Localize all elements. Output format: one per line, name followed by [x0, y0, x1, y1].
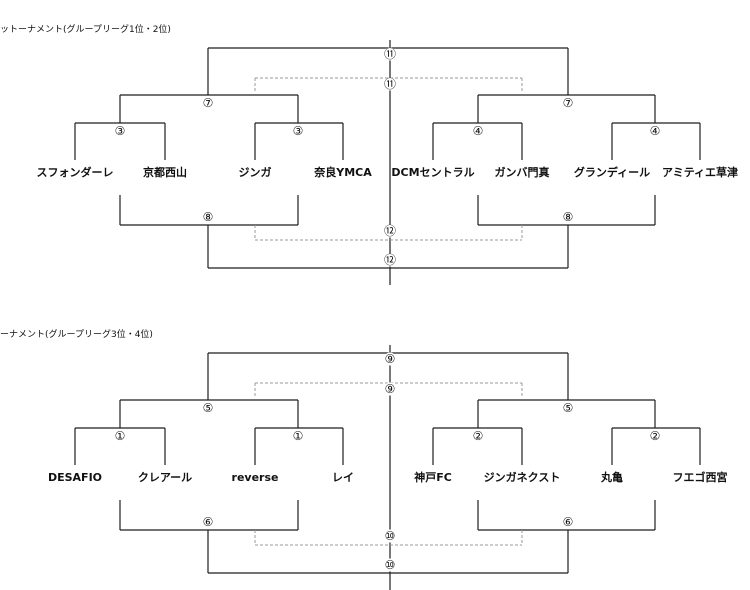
match-number-semi-right: ⑦: [563, 96, 574, 110]
team-name: reverse: [232, 471, 279, 484]
match-number-final-upper: ⑪: [384, 47, 396, 61]
match-number-consolation-right: ⑥: [563, 515, 574, 529]
match-number-alt-lower: ⑫: [384, 224, 396, 238]
team-name: レイ: [332, 471, 354, 484]
match-number-background: [383, 558, 397, 572]
match-number-background: [383, 77, 397, 91]
match-number-consolation-right: ⑧: [563, 210, 574, 224]
match-number-quarter-3: ④: [473, 124, 484, 138]
match-number-quarter-2: ①: [293, 429, 304, 443]
team-name: 丸亀: [600, 470, 623, 484]
bracket-2: ーナメント(グループリーグ3位・4位) DESAFIO クレアール reverse レイ…: [0, 328, 728, 590]
match-number-alt-upper: ⑨: [385, 382, 396, 396]
match-number-quarter-2: ③: [293, 124, 304, 138]
team-name: ジンガネクスト: [484, 470, 561, 484]
bracket-title: ーナメント(グループリーグ3位・4位): [0, 328, 153, 340]
match-number-quarter-1: ①: [115, 429, 126, 443]
team-name: 神戸FC: [414, 470, 452, 484]
bracket-1: ットーナメント(グループリーグ1位・2位) スフォンダーレ 京都西山 ジンガ 奈良YMC…: [0, 23, 738, 285]
team-name: ジンガ: [239, 165, 272, 179]
match-number-quarter-1: ③: [115, 124, 126, 138]
match-number-alt-lower: ⑩: [385, 529, 396, 543]
team-name: DESAFIO: [48, 471, 102, 484]
match-number-semi-left: ⑤: [203, 401, 214, 415]
team-name: ガンバ門真: [495, 165, 550, 179]
match-number-background: [383, 382, 397, 396]
team-name: アミティエ草津: [662, 165, 738, 179]
team-name: 京都西山: [143, 165, 187, 179]
team-name: グランディール: [574, 165, 650, 179]
match-number-consolation-left: ⑥: [203, 515, 214, 529]
match-number-alt-upper: ⑪: [384, 77, 396, 91]
match-number-quarter-4: ④: [650, 124, 661, 138]
match-number-semi-right: ⑤: [563, 401, 574, 415]
match-number-background: [383, 253, 397, 267]
match-number-quarter-3: ②: [473, 429, 484, 443]
match-number-final-lower: ⑩: [385, 558, 396, 572]
match-number-semi-left: ⑦: [203, 96, 214, 110]
team-name: スフォンダーレ: [37, 165, 114, 179]
match-number-consolation-left: ⑧: [203, 210, 214, 224]
match-number-final-lower: ⑫: [384, 253, 396, 267]
match-number-quarter-4: ②: [650, 429, 661, 443]
bracket-title: ットーナメント(グループリーグ1位・2位): [0, 23, 171, 35]
match-number-background: [383, 352, 397, 366]
match-number-background: [383, 47, 397, 61]
match-number-background: [383, 529, 397, 543]
match-number-background: [383, 224, 397, 238]
team-name: DCMセントラル: [391, 166, 474, 179]
match-number-final-upper: ⑨: [385, 352, 396, 366]
team-name: フエゴ西宮: [673, 470, 728, 484]
team-name: クレアール: [138, 471, 192, 484]
team-name: 奈良YMCA: [313, 165, 372, 179]
